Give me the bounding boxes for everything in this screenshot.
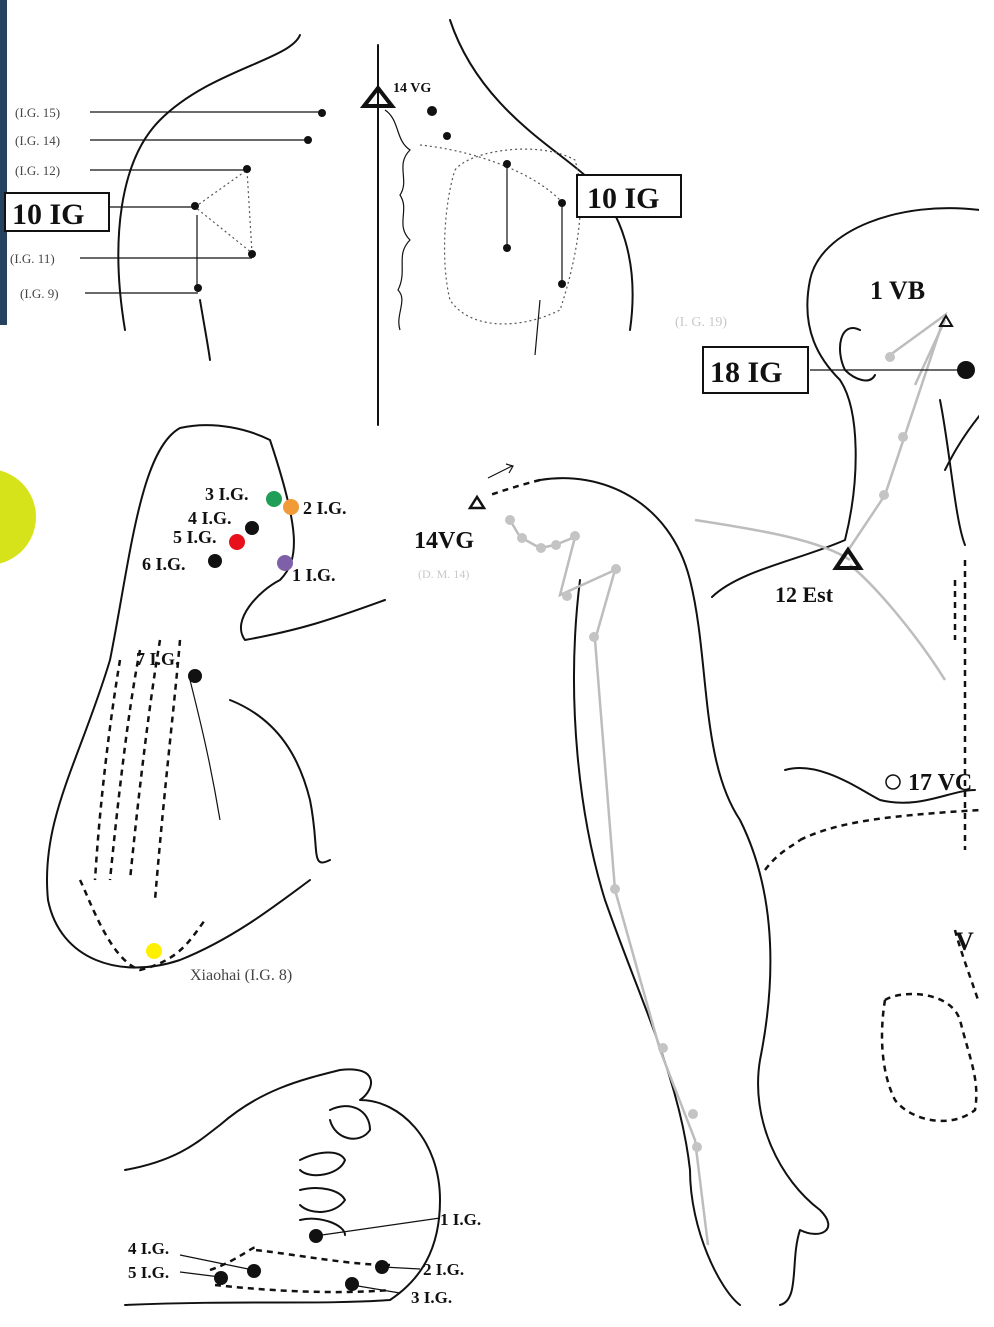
label-fist-3ig: 3 I.G. — [411, 1288, 452, 1307]
fist-figure: 1 I.G. 4 I.G. 5 I.G. 2 I.G. 3 I.G. — [125, 1069, 481, 1307]
label-fist-4ig: 4 I.G. — [128, 1239, 169, 1258]
label-hand-4ig: 4 I.G. — [188, 508, 232, 528]
label-hand-5ig: 5 I.G. — [173, 527, 217, 547]
label-fist-2ig: 2 I.G. — [423, 1260, 464, 1279]
label-12est: 12 Est — [775, 582, 834, 607]
bent-arm-figure: 3 I.G. 2 I.G. 4 I.G. 5 I.G. 6 I.G. 1 I.G… — [47, 425, 385, 984]
label-ig11: (I.G. 11) — [10, 251, 55, 266]
edge-bar — [0, 0, 7, 325]
label-fist-5ig: 5 I.G. — [128, 1263, 169, 1282]
label-17vc: 17 VC — [908, 770, 972, 796]
label-ig19-faded: (I. G. 19) — [675, 315, 727, 330]
label-hand-7ig: 7 I.G. — [136, 649, 180, 669]
label-fist-1ig: 1 I.G. — [440, 1210, 481, 1229]
label-hand-2ig: 2 I.G. — [303, 498, 347, 518]
accent-circle — [0, 469, 36, 565]
label-hand-3ig: 3 I.G. — [205, 484, 249, 504]
long-arm-figure: 14VG (D. M. 14) — [414, 464, 828, 1305]
label-14vg-top: 14 VG — [393, 81, 431, 96]
label-1vb: 1 VB — [870, 276, 925, 305]
box-18ig: 18 IG — [710, 356, 783, 389]
label-v-partial: V — [955, 927, 974, 956]
label-hand-6ig: 6 I.G. — [142, 554, 186, 574]
right-edge-mask — [979, 0, 994, 1327]
label-hand-1ig: 1 I.G. — [292, 565, 336, 585]
label-14vg: 14VG — [414, 528, 474, 554]
label-ig12: (I.G. 12) — [15, 163, 60, 178]
label-dm14-faded: (D. M. 14) — [418, 567, 469, 581]
box-10ig-left: 10 IG — [12, 198, 85, 231]
label-ig15: (I.G. 15) — [15, 105, 60, 120]
shoulder-back-right: 14 VG 10 IG — [364, 20, 681, 425]
head-torso-figure: 1 VB (I. G. 19) 18 IG 12 Est 17 VC V — [675, 0, 994, 1327]
shoulder-back-left: (I.G. 15) (I.G. 14) (I.G. 12) (I.G. 11) … — [5, 35, 326, 360]
box-10ig-right: 10 IG — [587, 182, 660, 215]
label-ig9: (I.G. 9) — [20, 286, 59, 301]
label-ig14: (I.G. 14) — [15, 133, 60, 148]
label-xiaohai: Xiaohai (I.G. 8) — [190, 967, 292, 984]
